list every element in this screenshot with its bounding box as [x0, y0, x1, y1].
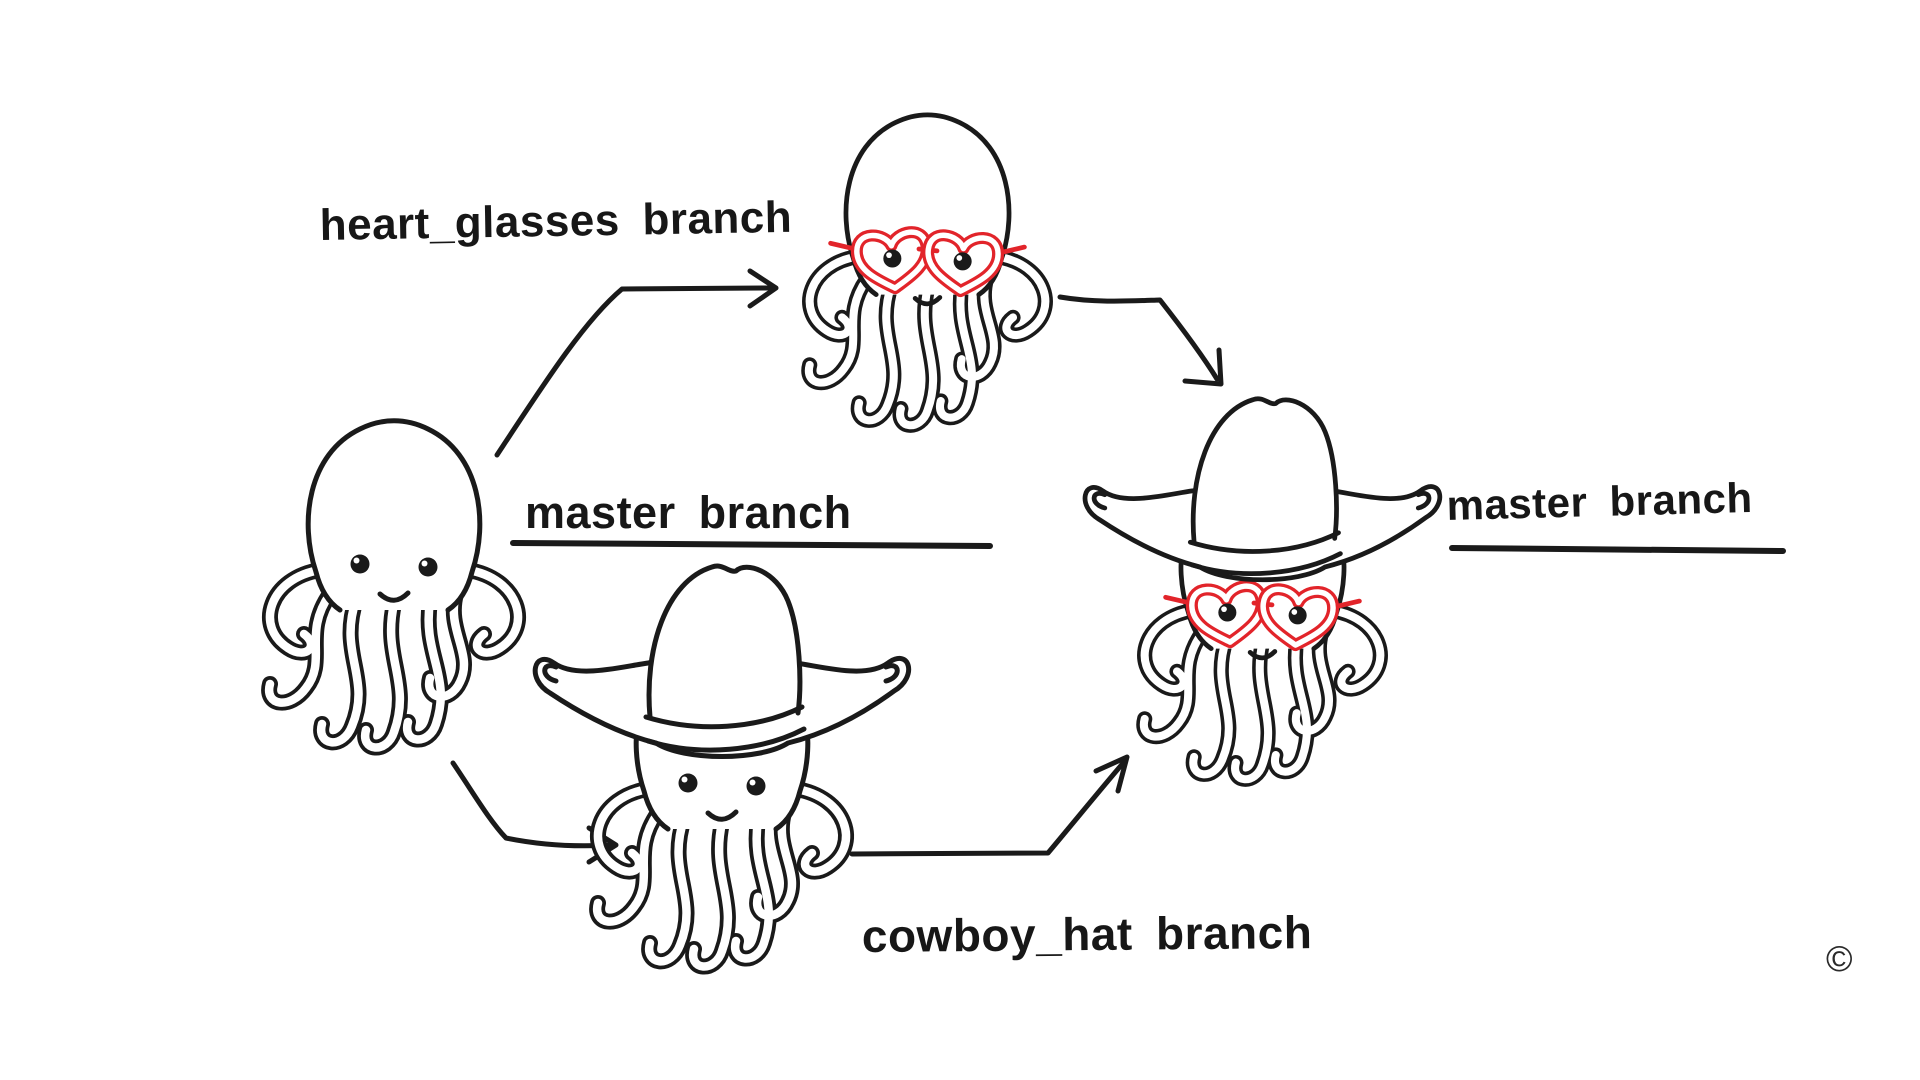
arrowhead-right-icon: [747, 268, 779, 309]
octopus-heart-glasses: [809, 115, 1045, 425]
arrowhead-down-icon: [1182, 347, 1224, 387]
label-master-branch-right: master branch: [1446, 474, 1753, 529]
edge-cowboy-hat-to-merged: [849, 754, 1130, 857]
octopus-merged: [1085, 399, 1440, 779]
edge-base-to-heart-glasses: [494, 268, 779, 458]
label-master-branch-center: master branch: [525, 487, 852, 538]
arrowhead-up-right-icon: [1093, 754, 1130, 794]
master-branch-line-right: [1449, 545, 1786, 554]
edge-heart-glasses-to-merged: [1057, 294, 1224, 387]
octopus-plain: [269, 421, 518, 748]
master-branch-line-center: [510, 540, 993, 549]
copyright-mark: ©: [1826, 938, 1853, 979]
octopus-cowboy-hat: [535, 566, 908, 966]
label-cowboy-hat-branch: cowboy_hat branch: [862, 906, 1313, 962]
label-heart-glasses-branch: heart_glasses branch: [319, 193, 792, 250]
